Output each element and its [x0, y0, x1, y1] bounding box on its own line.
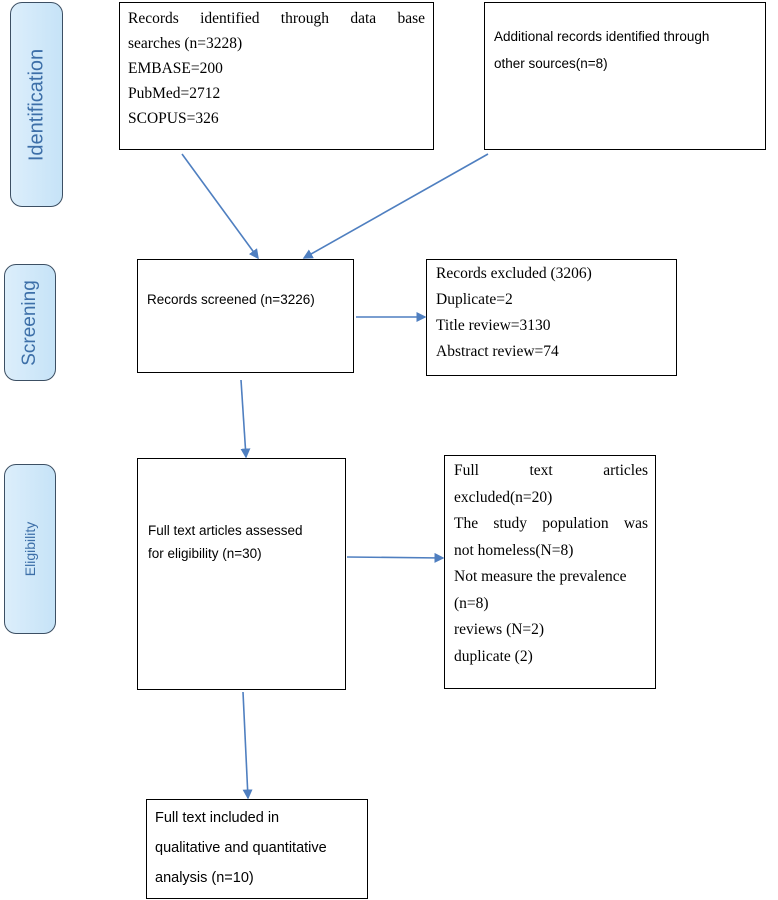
- records-identified-box: Records identified through data base sea…: [119, 2, 434, 150]
- records-identified-line-2: searches (n=3228): [128, 35, 243, 52]
- full-text-excluded-line-8: duplicate (2): [454, 647, 533, 665]
- full-text-excluded-line-1: Full text articles: [454, 462, 648, 479]
- full-text-excluded-line-4: not homeless(N=8): [454, 541, 574, 559]
- full-text-excluded-box: Full text articles excluded(n=20) The st…: [444, 455, 656, 689]
- full-text-assessed-line-2: for eligibility (n=30): [148, 546, 262, 561]
- full-text-excluded-line-2: excluded(n=20): [454, 488, 553, 506]
- full-text-included-line-2: qualitative and quantitative: [155, 840, 327, 856]
- full-text-excluded-line-6: (n=8): [454, 594, 489, 612]
- stage-eligibility: Eligibility: [4, 464, 56, 634]
- arrow-identified-to-screened: [181, 153, 259, 260]
- stage-screening: Screening: [4, 264, 56, 381]
- arrow-assessed-to-excluded: [346, 552, 445, 563]
- records-excluded-line-1: Records excluded (3206): [436, 265, 592, 282]
- full-text-excluded-line-3: The study population was: [454, 515, 648, 532]
- records-identified-pubmed: PubMed=2712: [128, 85, 221, 102]
- additional-records-line-2: other sources(n=8): [494, 56, 608, 71]
- records-screened-box: Records screened (n=3226): [137, 259, 354, 373]
- full-text-excluded-line-5: Not measure the prevalence: [454, 568, 627, 585]
- arrow-additional-to-screened: [302, 153, 489, 259]
- records-excluded-duplicate: Duplicate=2: [436, 291, 513, 308]
- records-identified-embase: EMBASE=200: [128, 60, 223, 77]
- full-text-assessed-line-1: Full text articles assessed: [148, 523, 303, 538]
- full-text-included-box: Full text included in qualitative and qu…: [146, 799, 368, 899]
- records-excluded-box: Records excluded (3206) Duplicate=2 Titl…: [426, 259, 677, 376]
- records-excluded-title-review: Title review=3130: [436, 317, 551, 334]
- records-excluded-abstract-review: Abstract review=74: [436, 343, 559, 360]
- additional-records-line-1: Additional records identified through: [494, 29, 710, 44]
- records-identified-scopus: SCOPUS=326: [128, 110, 219, 127]
- full-text-excluded-line-7: reviews (N=2): [454, 621, 545, 638]
- additional-records-box: Additional records identified through ot…: [484, 2, 766, 150]
- full-text-included-line-1: Full text included in: [155, 810, 280, 826]
- full-text-included-line-3: analysis (n=10): [155, 870, 254, 886]
- stage-identification: Identification: [10, 2, 63, 207]
- full-text-assessed-box: Full text articles assessed for eligibil…: [137, 458, 346, 690]
- records-screened-line: Records screened (n=3226): [147, 292, 315, 307]
- arrow-screened-to-assessed: [240, 379, 251, 459]
- arrow-assessed-to-included: [242, 691, 253, 800]
- records-identified-line-1: Records identified through data base: [128, 10, 425, 27]
